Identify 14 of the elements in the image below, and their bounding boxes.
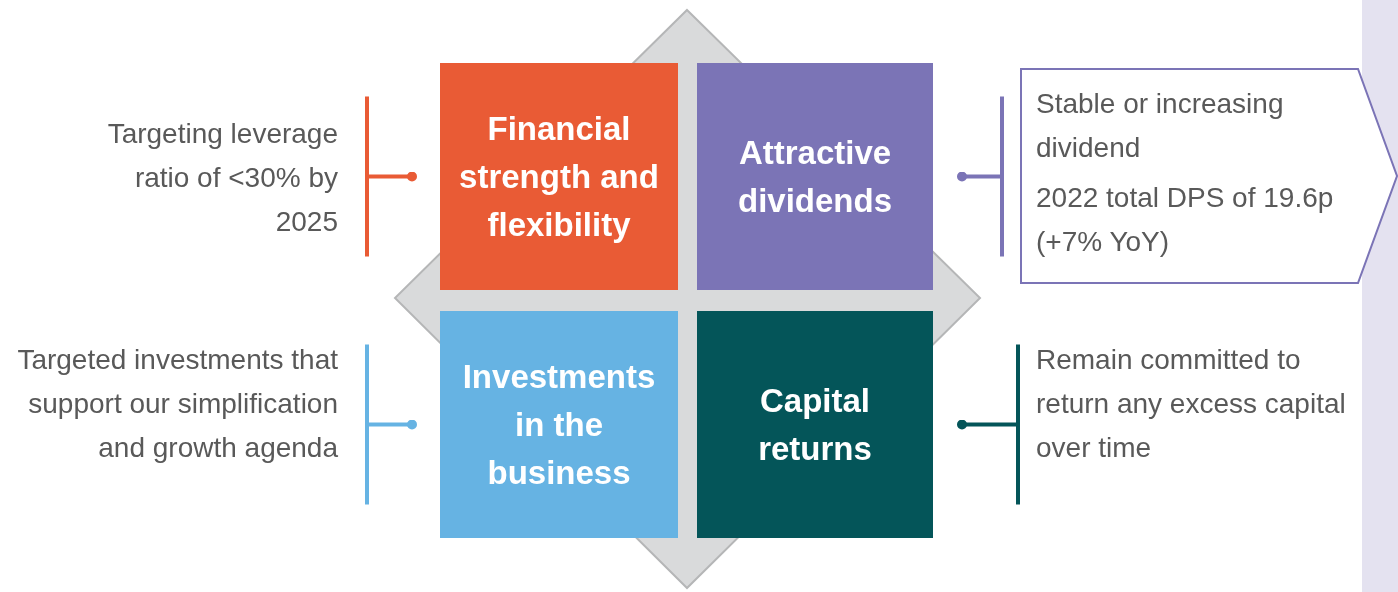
- arrow-callout-box: [1020, 68, 1398, 284]
- callout-text: Stable or increasing dividend: [1036, 87, 1285, 165]
- annotation-text: Targeted investments that support our simplification and growth agenda: [0, 338, 338, 514]
- quadrant-tile: Investments in the business: [440, 311, 678, 538]
- quadrant-tile: Capital returns: [697, 311, 933, 538]
- quadrant-tile: Financial strength and flexibility: [440, 63, 678, 290]
- callout-text: 2022 total DPS of 19.6p (+7% YoY): [1036, 181, 1335, 259]
- bracket-connector: [957, 94, 1004, 259]
- bracket-connector: [365, 342, 417, 507]
- bracket-connector: [365, 94, 417, 259]
- quadrant-tile: Attractive dividends: [697, 63, 933, 290]
- annotation-text: Remain committed to return any excess capital over time: [1036, 338, 1356, 514]
- annotation-text: Targeting leverage ratio of <30% by 2025: [80, 112, 338, 244]
- bracket-connector: [957, 342, 1020, 507]
